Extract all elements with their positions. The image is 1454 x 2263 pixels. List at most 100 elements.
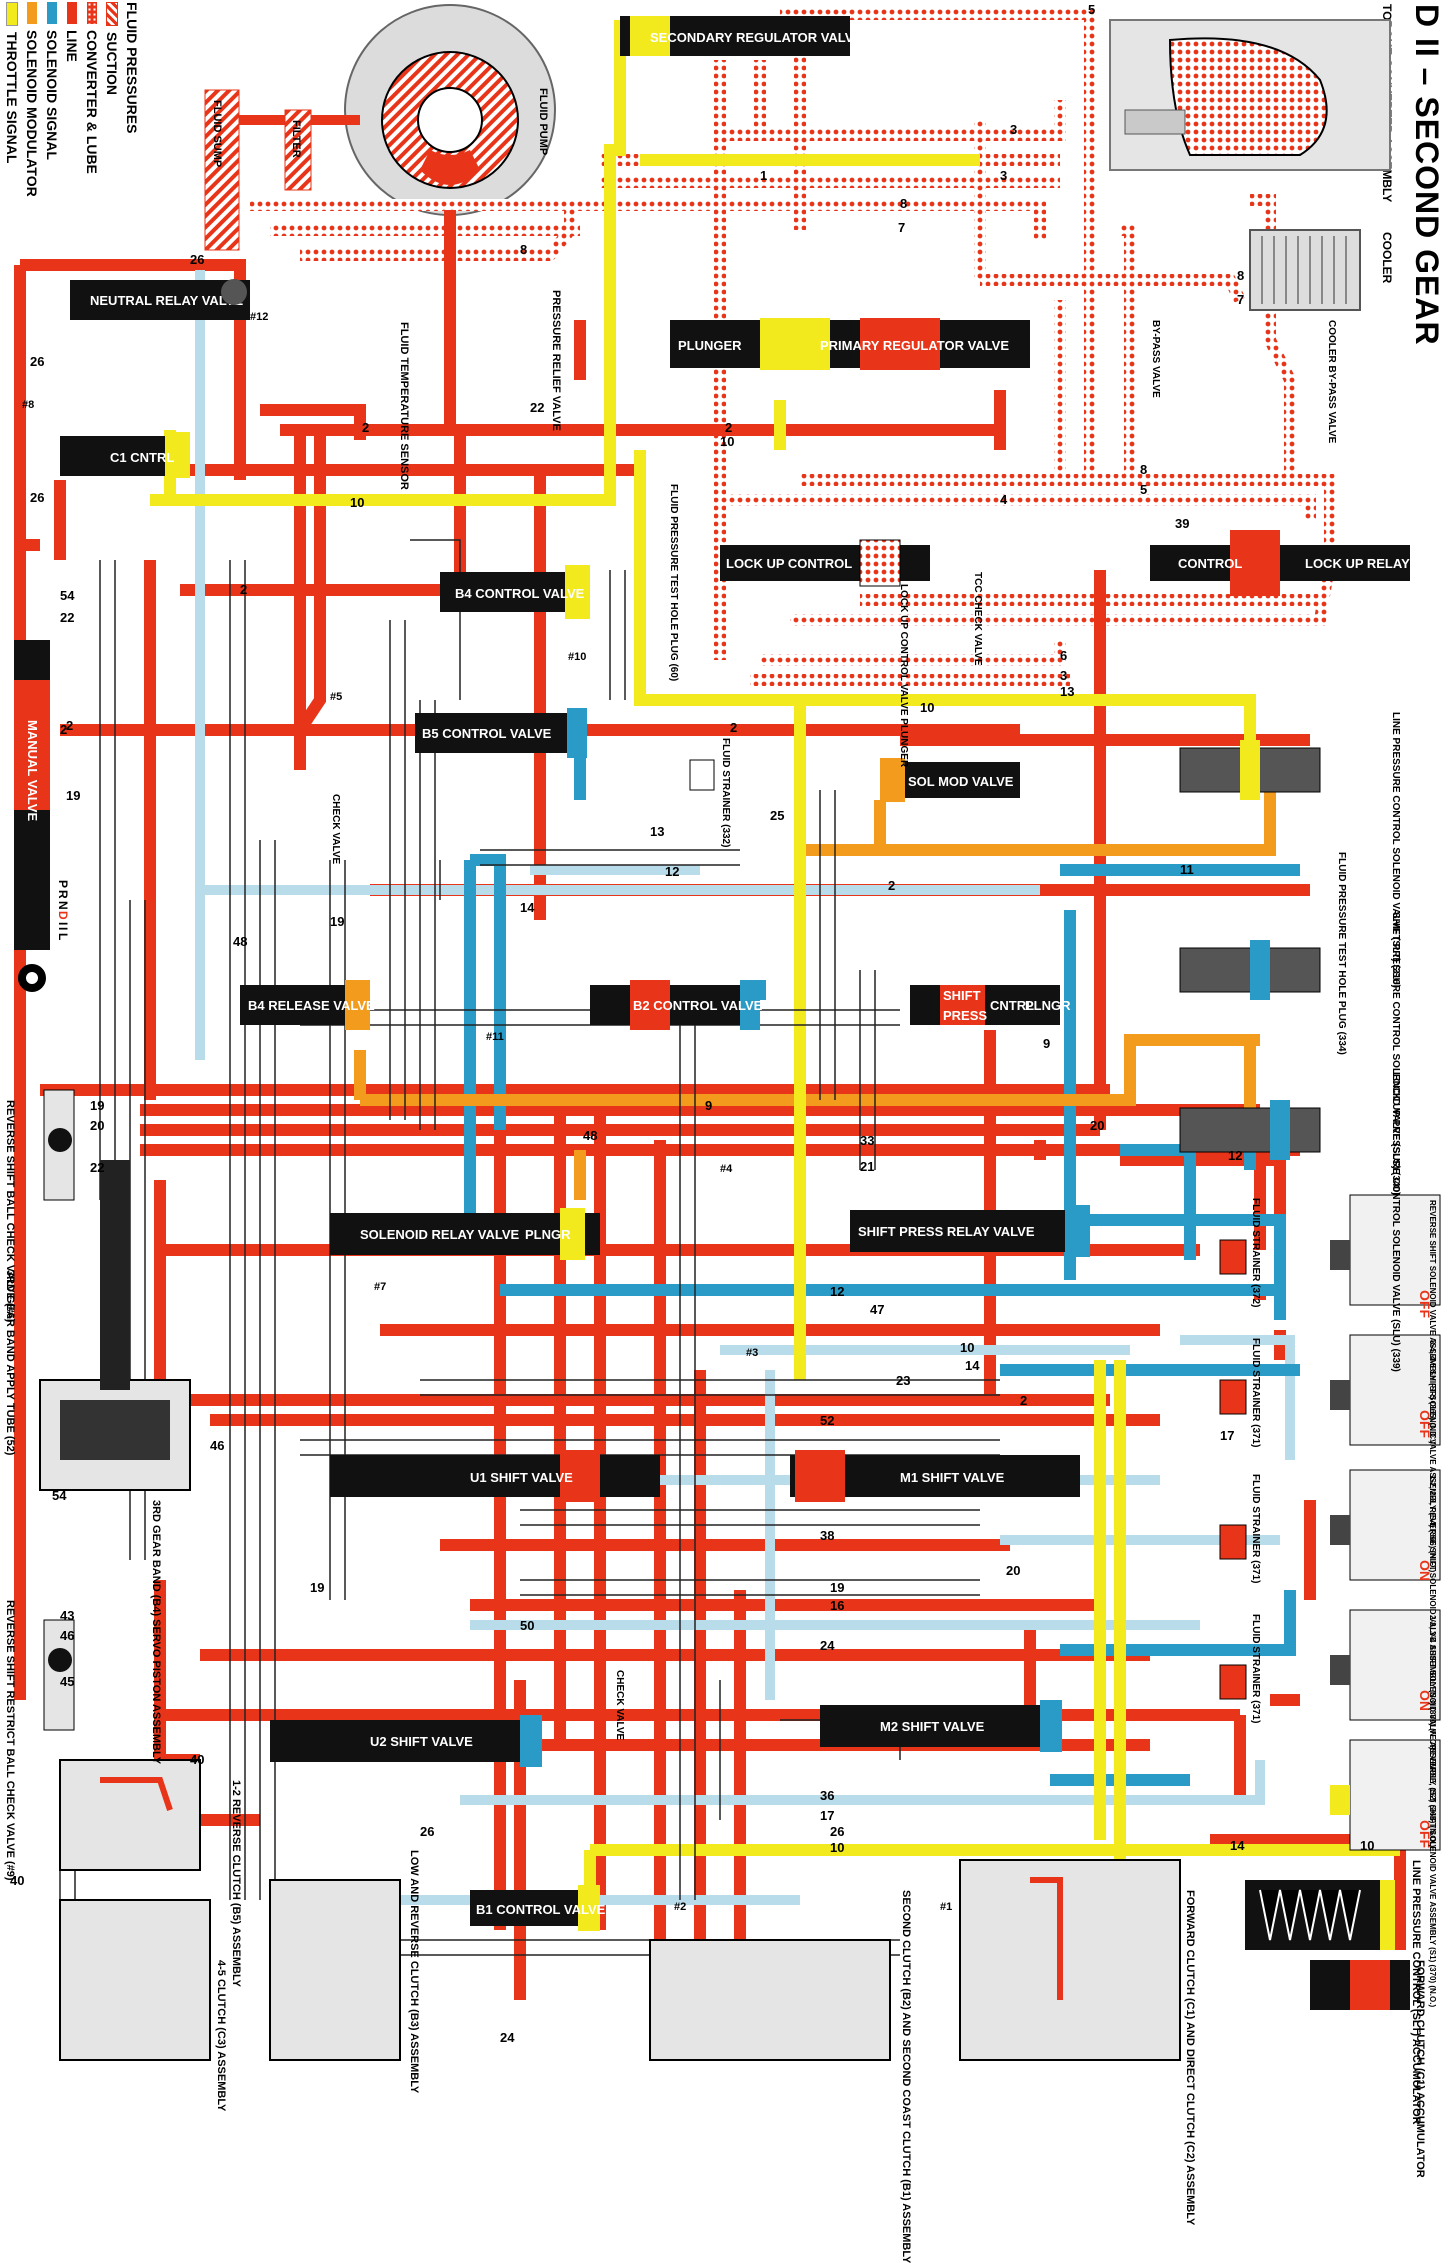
svg-text:48: 48 [233, 934, 247, 949]
shift-press-control-valve: SHIFT PRESS CNTRL PLNGR [910, 985, 1071, 1025]
svg-text:23: 23 [896, 1373, 910, 1388]
svg-text:12: 12 [830, 1284, 844, 1299]
reverse-shift-ball6-label: REVERSE SHIFT BALL CHECK VALVE (#6) [4, 1100, 16, 1323]
svg-text:U2 SHIFT VALVE: U2 SHIFT VALVE [370, 1734, 473, 1749]
svg-text:21: 21 [860, 1159, 874, 1174]
second-clutch-label: SECOND CLUTCH (B2) AND SECOND COAST CLUT… [900, 1890, 912, 2263]
svg-text:2: 2 [730, 720, 737, 735]
fluid-pump [344, 4, 556, 216]
svg-text:NEUTRAL RELAY VALVE: NEUTRAL RELAY VALVE [90, 293, 243, 308]
svg-text:2: 2 [362, 420, 369, 435]
svg-text:16: 16 [830, 1598, 844, 1613]
fluid-sump-label: FLUID SUMP [211, 100, 223, 167]
neutral-relay-valve: NEUTRAL RELAY VALVE [70, 279, 250, 320]
svg-text:8: 8 [520, 242, 527, 257]
check-ball-2: #2 [674, 1901, 686, 1913]
svg-text:26: 26 [830, 1824, 844, 1839]
svg-text:40: 40 [190, 1752, 204, 1767]
svg-text:SOL MOD VALVE: SOL MOD VALVE [908, 774, 1014, 789]
u2-shift-valve: U2 SHIFT VALVE [270, 1715, 542, 1767]
svg-text:C1 CNTRL: C1 CNTRL [110, 450, 174, 465]
svg-text:22: 22 [60, 610, 74, 625]
fluid-temp-sensor-label: FLUID TEMPERATURE SENSOR [398, 322, 410, 490]
svg-text:19: 19 [90, 1098, 104, 1113]
svg-text:10: 10 [1360, 1838, 1374, 1853]
s2-state: ON [1417, 1690, 1433, 1711]
b4-control-valve: B4 CONTROL VALVE [440, 565, 590, 619]
svg-text:2: 2 [1020, 1393, 1027, 1408]
legend-converter-lube: CONVERTER & LUBE [82, 2, 102, 197]
s4-state: OFF [1417, 1410, 1433, 1438]
svg-text:9: 9 [705, 1098, 712, 1113]
tcc-check-label: TCC CHECK VALVE [972, 572, 983, 666]
legend-solenoid-signal: SOLENOID SIGNAL [42, 2, 62, 197]
m1-shift-valve: M1 SHIFT VALVE [790, 1450, 1080, 1502]
svg-text:48: 48 [583, 1128, 597, 1143]
legend-heading: FLUID PRESSURES [124, 2, 140, 134]
svg-text:10: 10 [830, 1840, 844, 1855]
fluid-pump-label: FLUID PUMP [537, 88, 549, 155]
svg-text:6: 6 [1060, 648, 1067, 663]
reverse-shift-ball-check-6 [43, 1089, 75, 1201]
svg-text:B1 CONTROL VALVE: B1 CONTROL VALVE [476, 1902, 606, 1917]
svg-text:24: 24 [820, 1638, 835, 1653]
svg-text:2: 2 [60, 722, 67, 737]
svg-text:3: 3 [1000, 168, 1007, 183]
svg-text:10: 10 [720, 434, 734, 449]
svg-text:26: 26 [30, 354, 44, 369]
manual-positions: P R N D I I L [56, 880, 70, 941]
svg-text:13: 13 [650, 824, 664, 839]
diagram-title: D II – SECOND GEAR [1409, 4, 1445, 346]
svg-text:52: 52 [820, 1413, 834, 1428]
svg-text:2: 2 [240, 582, 247, 597]
lock-up-relay-valve: CONTROL LOCK UP RELAY [1150, 530, 1410, 596]
svg-text:B4 CONTROL VALVE: B4 CONTROL VALVE [455, 586, 585, 601]
svg-text:19: 19 [830, 1580, 844, 1595]
svg-text:11: 11 [1180, 862, 1194, 877]
svg-text:SHIFT: SHIFT [943, 988, 981, 1003]
svg-text:19: 19 [310, 1580, 324, 1595]
check-ball-7: #7 [374, 1281, 386, 1293]
check-valve2-label: CHECK VALVE [614, 1670, 625, 1741]
svg-text:25: 25 [770, 808, 784, 823]
sr-state: OFF [1417, 1290, 1433, 1318]
manual-valve[interactable]: MANUAL VALVE [14, 640, 50, 992]
svg-text:LOCK UP RELAY: LOCK UP RELAY [1305, 556, 1410, 571]
legend-throttle-signal: THROTTLE SIGNAL [2, 2, 22, 197]
svg-text:46: 46 [60, 1628, 74, 1643]
svg-text:14: 14 [965, 1358, 980, 1373]
b5-control-valve: B5 CONTROL VALVE [415, 708, 587, 758]
third-gear-band-servo [39, 1160, 191, 1491]
u1-shift-valve: U1 SHIFT VALVE [330, 1450, 660, 1502]
sol-mod-valve: SOL MOD VALVE [880, 758, 1020, 802]
check-ball-12: #12 [250, 311, 268, 323]
check-ball-8: #8 [22, 399, 34, 411]
clutch-c3 [59, 1899, 211, 2061]
svg-text:50: 50 [520, 1618, 534, 1633]
svg-text:PLNGR: PLNGR [1025, 998, 1071, 1013]
clutch-b3 [269, 1879, 401, 2061]
b4-release-valve: B4 RELEASE VALVE [240, 980, 375, 1030]
svg-text:PLNGR: PLNGR [525, 1227, 571, 1242]
circuit-numbers: 5 3 1 3 8 7 8 8 7 22 2 2 10 10 8 5 4 39 … [10, 2, 1374, 2045]
strainer-372-label: FLUID STRAINER (372) [1250, 1198, 1261, 1308]
check-valve-label: CHECK VALVE [330, 794, 341, 865]
svg-text:17: 17 [1220, 1428, 1234, 1443]
svg-text:CNTRL: CNTRL [990, 998, 1034, 1013]
converter-lube-circuit [250, 8, 1336, 686]
fluid-strainers [689, 759, 1247, 1700]
legend: FLUID PRESSURES SUCTION CONVERTER & LUBE… [2, 2, 142, 197]
svg-text:B4 RELEASE VALVE: B4 RELEASE VALVE [248, 998, 375, 1013]
svg-text:B2 CONTROL VALVE: B2 CONTROL VALVE [633, 998, 763, 1013]
svg-text:5: 5 [1140, 482, 1147, 497]
svg-text:U1 SHIFT VALVE: U1 SHIFT VALVE [470, 1470, 573, 1485]
svg-text:3: 3 [1060, 668, 1067, 683]
svg-text:54: 54 [52, 1488, 67, 1503]
low-reverse-label: LOW AND REVERSE CLUTCH (B3) ASSEMBLY [408, 1850, 420, 2094]
strainer-332-label: FLUID STRAINER (332) [720, 738, 731, 848]
svg-text:14: 14 [520, 900, 535, 915]
svg-text:8: 8 [1140, 462, 1147, 477]
check-ball-11: #11 [486, 1031, 504, 1043]
filter-label: FILTER [290, 120, 302, 158]
